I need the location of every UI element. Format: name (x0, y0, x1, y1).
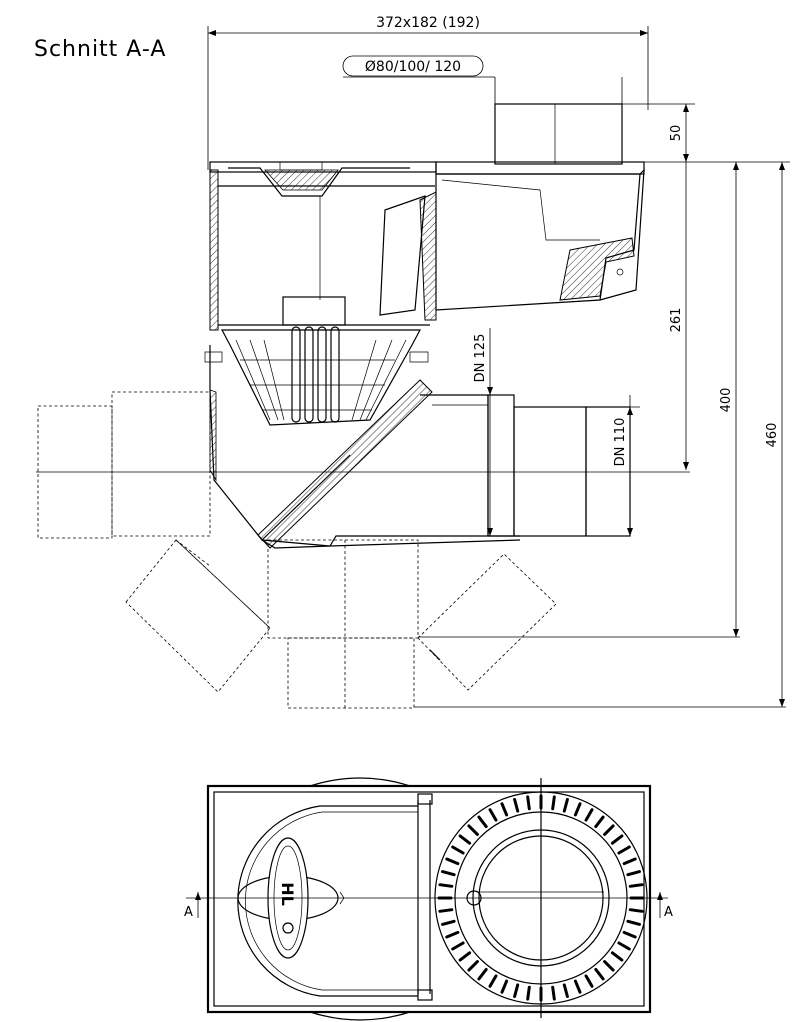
height-261-label: 261 (669, 308, 684, 333)
grating-cover (434, 778, 648, 1018)
grating-slot (513, 798, 520, 813)
grating-slot (441, 919, 456, 926)
grating-slot (628, 908, 644, 913)
overall-width-label: 372x182 (192) (376, 15, 480, 31)
grating-slot (551, 985, 556, 1001)
optional-outlet-diag-right (417, 553, 557, 691)
optional-outlet-bottom (267, 539, 786, 709)
dimension-height-460: 460 (765, 162, 785, 707)
right-chamber (435, 161, 645, 311)
grating-slot (513, 983, 520, 998)
grating-slot (584, 974, 594, 988)
grating-slot (573, 979, 582, 994)
grating-slot (467, 960, 479, 972)
height-460-label: 460 (765, 423, 780, 448)
grating-slot (610, 834, 624, 845)
grating-slot (500, 979, 509, 994)
height-400-label: 400 (719, 388, 734, 413)
section-mark-right: A (657, 892, 673, 920)
section-mark-left: A (184, 892, 201, 920)
grating-slot (573, 802, 582, 817)
grating-slot (458, 834, 472, 845)
grating-slot (458, 951, 472, 962)
grating-slot (451, 845, 465, 855)
outlet-height-label: 50 (669, 125, 684, 142)
grating-slot (467, 824, 479, 836)
grating-slot (445, 930, 460, 939)
grating-slots (437, 794, 645, 1002)
brand-mark: HL (278, 882, 297, 906)
svg-text:A: A (184, 905, 193, 920)
optional-outlet-left (37, 391, 211, 539)
grating-slot (438, 883, 454, 888)
grating-slot (562, 983, 569, 998)
section-title: Schnitt A-A (34, 37, 166, 62)
grating-slot (603, 960, 615, 972)
grating-slot (617, 941, 631, 951)
grating-slot (562, 798, 569, 813)
grating-slot (628, 883, 644, 888)
grating-slot (526, 985, 531, 1001)
grating-slot (617, 845, 631, 855)
grating-slot (610, 951, 624, 962)
grating-slot (438, 908, 454, 913)
grating-slot (477, 815, 488, 829)
dimension-overall-width: 372x182 (192) (207, 15, 649, 170)
plan-view: HL A A (184, 777, 673, 1021)
grating-slot (626, 919, 641, 926)
grating-slot (603, 824, 615, 836)
dn125-label: DN 125 (473, 334, 488, 383)
grating-slot (445, 857, 460, 866)
grating-slot (477, 967, 488, 981)
svg-text:A: A (664, 905, 673, 920)
dn110-label: DN 110 (613, 418, 628, 467)
dimension-height-261: 261 (640, 161, 790, 470)
grating-slot (526, 795, 531, 811)
grating-slot (584, 808, 594, 822)
grating-slot (551, 795, 556, 811)
grating-slot (488, 808, 498, 822)
optional-outlet-diag-left (125, 539, 271, 693)
grating-slot (622, 930, 637, 939)
dimension-height-400: 400 (719, 162, 739, 637)
dimension-outlet-height: 50 (622, 103, 695, 162)
grating-slot (441, 870, 456, 877)
grating-slot (626, 870, 641, 877)
grating-slot (451, 941, 465, 951)
grating-slot (622, 857, 637, 866)
grating-slot (488, 974, 498, 988)
horizontal-outlet: DN 125 DN 110 (473, 328, 640, 537)
grating-slot (500, 802, 509, 817)
outlet-diameter-label: Ø80/100/ 120 (365, 59, 461, 75)
grating-slot (594, 967, 605, 981)
dimension-outlet-diameter: Ø80/100/ 120 (342, 55, 623, 105)
strainer-basket (221, 296, 421, 426)
grating-slot (594, 815, 605, 829)
left-chamber (209, 161, 437, 331)
top-outlet-spigot (494, 103, 623, 165)
